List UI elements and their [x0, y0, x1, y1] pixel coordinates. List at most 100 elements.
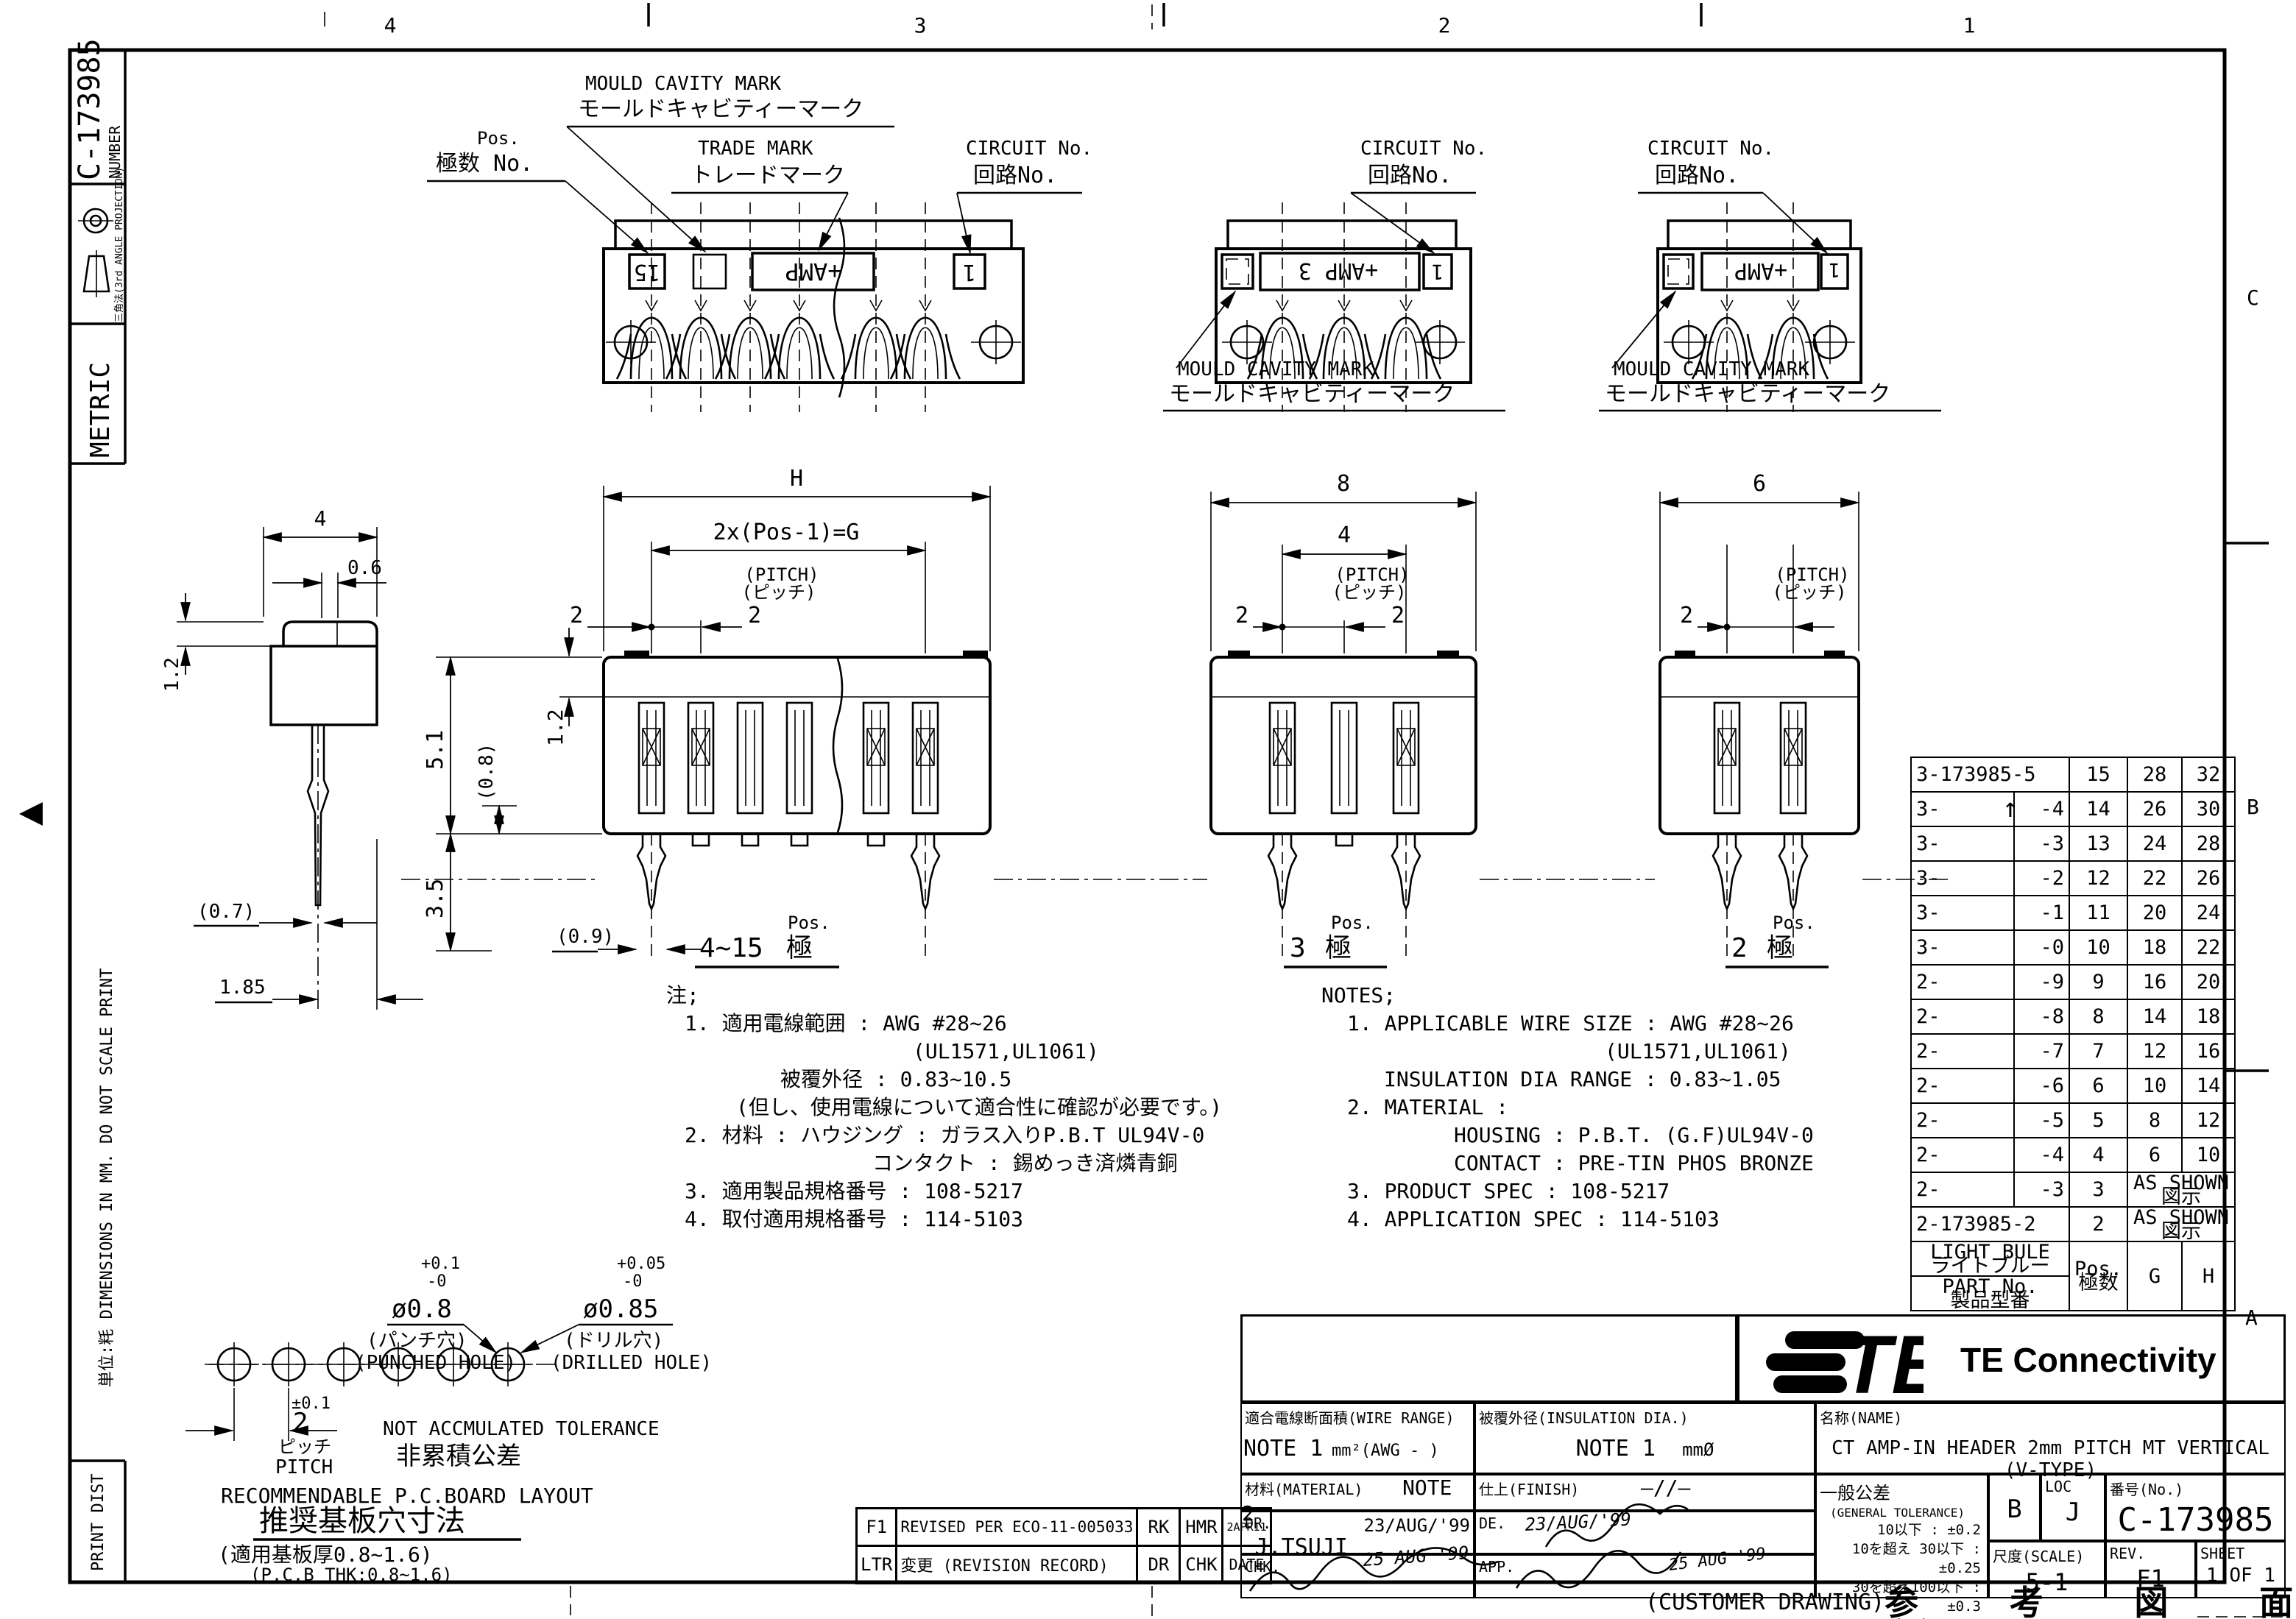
pos-2-pole: 極	[1767, 933, 1793, 963]
note-en-line: HOUSING : P.B.T. (G.F)UL94V-0	[1454, 1123, 1814, 1147]
dim-right-pitch-jp: (ピッチ)	[1773, 582, 1847, 603]
dim-right-2: 2	[1680, 603, 1693, 628]
dim-side-pinw: (0.7)	[197, 901, 255, 923]
rev-record-label: 変更 (REVISION RECORD)	[895, 1545, 1139, 1584]
punched-tol-minus: -0	[427, 1272, 447, 1291]
third-angle-projection-icon	[78, 208, 113, 297]
dim-mid-pitch-en: (PITCH)	[1335, 564, 1409, 585]
dim-main-08: (0.8)	[476, 743, 498, 801]
dim-main-tine: (0.9)	[557, 926, 614, 948]
mark-amp: +AMP	[1734, 258, 1787, 283]
circuit-no-label-jp: 回路No.	[1655, 163, 1739, 188]
zone-top-4: 4	[384, 13, 397, 38]
rev-ltr: F1	[855, 1507, 898, 1547]
zone-right-c: C	[2247, 286, 2259, 310]
front-view-main: H 2x(Pos-1)=G (PITCH) (ピッチ) 2 2 1.2 5.1 …	[423, 466, 992, 968]
mould-cavity-label-jp: モールドキャビティーマーク	[1169, 381, 1455, 407]
dim-main-pitch-jp: (ピッチ)	[742, 582, 816, 603]
circuit-no-label-en: CIRCUIT No.	[1360, 138, 1487, 160]
trade-mark-label-en: TRADE MARK	[698, 138, 813, 160]
loc-b-cell: B	[1988, 1474, 2041, 1541]
front-view-3pos: 8 4 (PITCH) (ピッチ) 2 2 Pos. 3 極	[1209, 471, 1477, 968]
pcb-sub-en: (P.C.B THK:0.8~1.6)	[250, 1565, 453, 1585]
te-logo: TE	[1766, 1319, 1924, 1402]
punched-label-jp: (パンチ穴)	[367, 1330, 467, 1352]
side-view: 4 0.6 1.2 (0.7) 1.85	[161, 506, 423, 1010]
rev-date: 2APR11	[1221, 1507, 1272, 1547]
trade-mark-label-jp: トレードマーク	[690, 163, 845, 188]
pcb-title-jp: 推奨基板穴寸法	[259, 1504, 465, 1538]
pcb-tol-note-en: NOT ACCMULATED TOLERANCE	[383, 1418, 660, 1440]
mark-amp: +AMP	[785, 258, 841, 286]
drilled-label-en: (DRILLED HOLE)	[551, 1352, 712, 1374]
same-as-above-arrow: ↑	[2002, 793, 2018, 823]
drawing-no-cell: 番号(No.) C-173985	[2105, 1474, 2286, 1541]
finish-cell: 仕上(FINISH) —//—	[1474, 1474, 1815, 1511]
title-block-blank	[1240, 1314, 1737, 1403]
pos-range-label: Pos.	[788, 913, 830, 933]
note-en-line: 1. APPLICABLE WIRE SIZE : AWG #28~26	[1347, 1011, 1794, 1035]
dim-main-collar: 1.2	[543, 709, 568, 746]
pos-no-label-en: Pos.	[477, 128, 520, 149]
dim-main-35: 3.5	[423, 879, 448, 918]
mould-cavity-label-jp: モールドキャビティーマーク	[1605, 381, 1890, 407]
top-view-main: 15 +AMP 1	[602, 202, 1025, 412]
title-block: TE TE Connectivity 適合電線断面積(WIRE RANGE) N…	[1240, 1314, 2286, 1619]
punched-dia: ø0.8	[392, 1294, 452, 1324]
drilled-tol-minus: -0	[623, 1272, 643, 1291]
material-cell: 材料(MATERIAL) NOTE 2	[1240, 1474, 1474, 1526]
dim-side-width: 4	[314, 506, 327, 531]
mould-cavity-label-en: MOULD CAVITY MARK	[1178, 358, 1374, 380]
note-jp-line: 4. 取付適用規格番号 : 114-5103	[685, 1207, 1023, 1231]
note-jp-line: 注;	[666, 983, 699, 1007]
dim-right-w: 6	[1753, 471, 1766, 497]
note-jp-line: 1. 適用電線範囲 : AWG #28~26	[685, 1011, 1007, 1035]
note-en-line: INSULATION DIA RANGE : 0.83~1.05	[1384, 1067, 1781, 1091]
insulation-cell: 被覆外径(INSULATION DIA.) NOTE 1 mmØ	[1474, 1403, 1815, 1474]
revision-row: F1 REVISED PER ECO-11-005033 RK HMR 2APR…	[855, 1507, 1272, 1547]
dim-right-pitch-en: (PITCH)	[1775, 564, 1849, 585]
number-label: NUMBER	[106, 125, 124, 179]
pcb-pitch-jp: ピッチ	[278, 1436, 331, 1457]
top-view-2pos: +AMP 1	[1656, 202, 1862, 412]
svg-text:TE: TE	[1841, 1319, 1924, 1402]
note-jp-line: (但し、使用電線について適合性に確認が必要です。)	[736, 1095, 1222, 1119]
name-cell: 名称(NAME) CT AMP-IN HEADER 2mm PITCH MT V…	[1815, 1403, 2286, 1481]
dim-main-2a: 2	[570, 603, 583, 628]
finish-none-symbol: —//—	[1640, 1475, 1691, 1500]
pos-3-label: Pos.	[1331, 913, 1374, 933]
note-jp-line: (UL1571,UL1061)	[913, 1039, 1099, 1063]
mark-amp3: +AMP 3	[1299, 258, 1378, 283]
dim-side-step: 1.2	[161, 657, 183, 692]
note-en-line: 4. APPLICATION SPEC : 114-5103	[1347, 1207, 1720, 1231]
pcb-layout: +0.1 -0 ø0.8 (パンチ穴) (PUNCHED HOLE) +0.05…	[186, 1255, 712, 1585]
mark-1: 1	[1829, 258, 1840, 280]
de-cell: DE.	[1474, 1511, 1815, 1554]
projection-label: 三角法(3rd ANGLE PROJECTION)	[114, 167, 125, 322]
rev-ltr-label: LTR	[855, 1545, 898, 1584]
punched-label-en: (PUNCHED HOLE)	[355, 1352, 516, 1374]
dim-mid-2a: 2	[1235, 603, 1248, 628]
rev-date-label: DATE	[1221, 1545, 1272, 1584]
dim-mid-pitch-jp: (ピッチ)	[1332, 582, 1407, 603]
dim-main-pitch-en: (PITCH)	[744, 564, 819, 585]
revision-header-row: LTR 変更 (REVISION RECORD) DR CHK DATE	[855, 1545, 1272, 1584]
note-en-line: CONTACT : PRE-TIN PHOS BRONZE	[1454, 1151, 1814, 1175]
pos-range-value: 4~15	[699, 933, 763, 963]
rev-dr: RK	[1136, 1507, 1181, 1547]
rev-dr-label: DR	[1136, 1545, 1181, 1584]
wire-range-cell: 適合電線断面積(WIRE RANGE) NOTE 1 mm²(AWG - )	[1240, 1403, 1474, 1474]
dim-side-lip: 0.6	[347, 557, 382, 579]
mould-cavity-label-jp: モールドキャビティーマーク	[578, 96, 863, 122]
zone-left-arrow	[19, 802, 43, 826]
pos-2-label: Pos.	[1773, 913, 1815, 933]
pos-range-pole: 極	[786, 933, 813, 963]
